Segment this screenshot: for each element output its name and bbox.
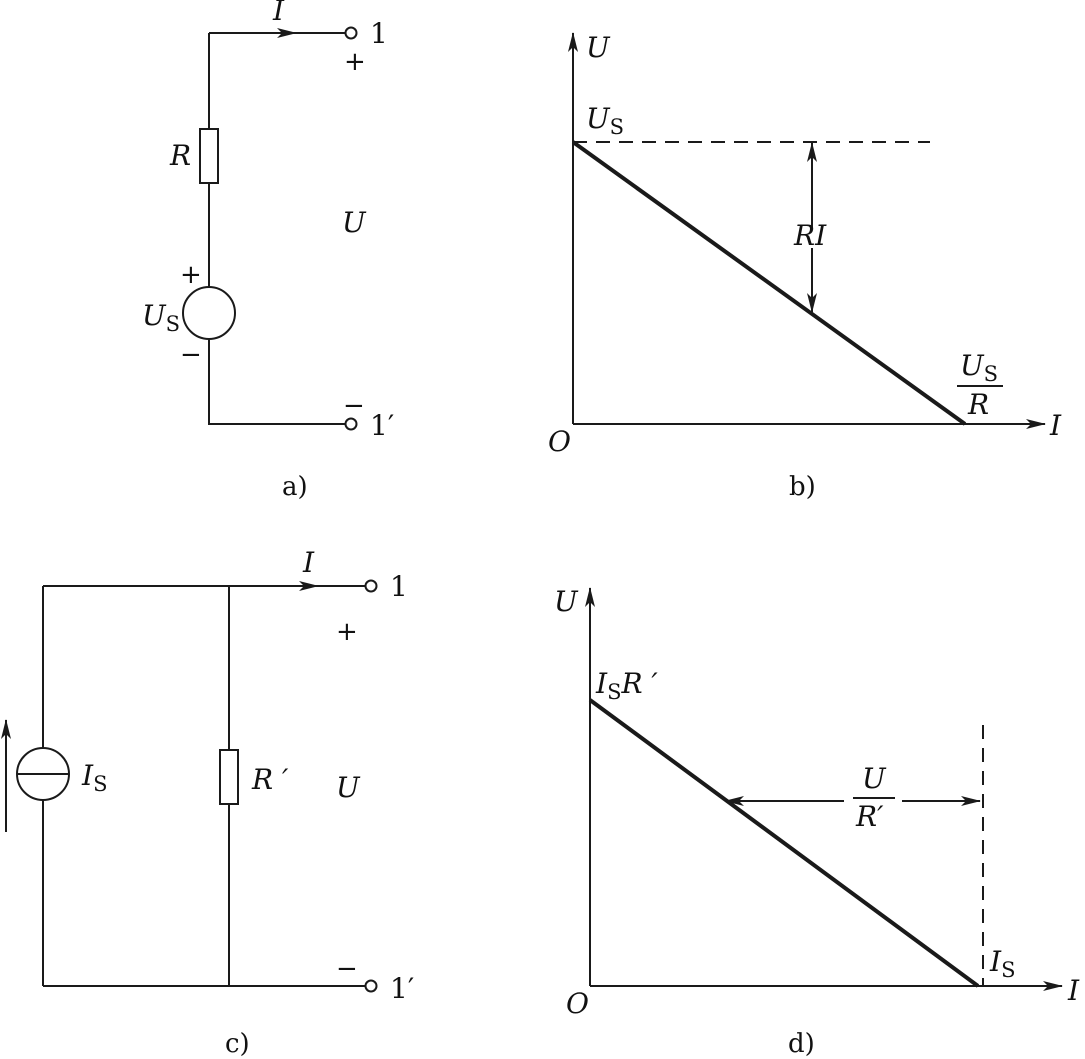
terminal-a-top <box>344 26 358 40</box>
source-plus-a: + <box>180 260 202 290</box>
caption-b: b) <box>789 472 816 502</box>
caption-a: a) <box>282 472 308 502</box>
caption-c: c) <box>225 1029 250 1059</box>
y-axis-label-b: U <box>586 31 611 64</box>
terminal-c-top <box>364 579 378 593</box>
caption-d: d) <box>788 1029 815 1059</box>
terminal-a-top-label: 1 <box>370 17 388 50</box>
wire-a-bottom <box>208 339 345 425</box>
x-axis-label-d: I <box>1067 974 1080 1007</box>
circuit-a: I 1 + R U + US − − 1′ a) <box>142 0 394 502</box>
x-intercept-label-d: IS <box>989 945 1015 982</box>
graph-d: U ISR ′ U R′ IS I O d) <box>554 585 1080 1059</box>
graph-b: U US RI US R I O b) <box>548 31 1062 502</box>
resistor-label-c: R ′ <box>251 763 289 796</box>
characteristic-line-d <box>588 698 980 988</box>
intercept-label-d: ISR ′ <box>595 667 658 704</box>
current-label-a: I <box>272 0 285 27</box>
source-label-c: IS <box>81 759 107 796</box>
origin-label-b: O <box>548 425 571 458</box>
x-axis-label-b: I <box>1049 409 1062 442</box>
source-minus-a: − <box>180 340 202 370</box>
source-label-a: US <box>142 299 180 336</box>
resistor-c <box>219 749 239 805</box>
resistor-label-a: R <box>169 139 191 172</box>
current-label-c: I <box>302 546 315 579</box>
drop-label-b: RI <box>793 219 827 252</box>
voltage-source-a <box>182 286 236 340</box>
minus-terminal-a: − <box>343 391 365 421</box>
terminal-a-bottom <box>344 417 358 431</box>
origin-label-d: O <box>566 987 589 1020</box>
branch-den-d: R′ <box>855 800 884 833</box>
terminal-c-top-label: 1 <box>390 570 408 603</box>
resistor-a <box>199 128 219 184</box>
voltage-label-a: U <box>342 206 367 239</box>
characteristic-line-b <box>571 140 967 426</box>
plus-terminal-c: + <box>336 617 358 647</box>
branch-num-d: U <box>862 762 887 795</box>
y-axis-label-d: U <box>554 585 579 618</box>
x-intercept-num-b: US <box>960 349 998 386</box>
minus-terminal-c: − <box>336 954 358 984</box>
terminal-c-bottom <box>364 979 378 993</box>
terminal-c-bottom-label: 1′ <box>390 972 414 1005</box>
intercept-label-b: US <box>586 102 624 139</box>
x-intercept-den-b: R <box>967 388 989 421</box>
circuit-c: I 1 + IS R ′ U − 1′ c) <box>0 546 414 1059</box>
terminal-a-bottom-label: 1′ <box>370 409 394 442</box>
plus-terminal-a: + <box>344 47 366 77</box>
voltage-label-c: U <box>336 771 361 804</box>
